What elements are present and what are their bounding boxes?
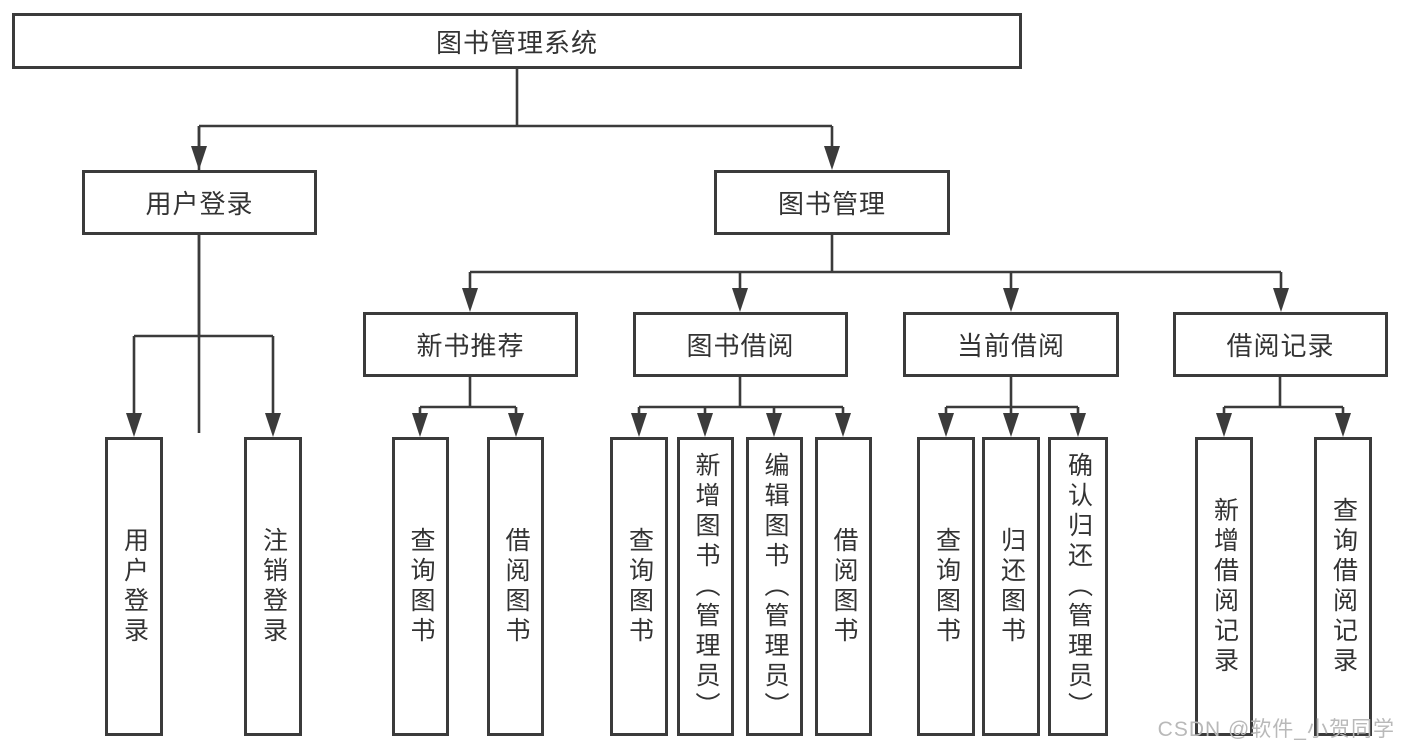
leaf-return-books: 归还图书	[982, 437, 1040, 736]
node-root: 图书管理系统	[12, 13, 1022, 69]
node-user-login: 用户登录	[82, 170, 317, 235]
node-borrow-records: 借阅记录	[1173, 312, 1388, 377]
node-book-borrow: 图书借阅	[633, 312, 848, 377]
watermark: CSDN @软件_小贺同学	[1157, 718, 1395, 741]
leaf-query-borrow-record: 查询借阅记录	[1314, 437, 1372, 736]
leaf-logout: 注销登录	[244, 437, 302, 736]
leaf-user-login: 用户登录	[105, 437, 163, 736]
leaf-confirm-return-admin: 确认归还（管理员）	[1048, 437, 1108, 736]
leaf-edit-book-admin: 编辑图书（管理员）	[746, 437, 803, 736]
leaf-query-books-borrow: 查询图书	[610, 437, 668, 736]
leaf-add-book-admin: 新增图书（管理员）	[677, 437, 734, 736]
node-current-borrow: 当前借阅	[903, 312, 1119, 377]
leaf-query-books-recommend: 查询图书	[392, 437, 449, 736]
node-book-management: 图书管理	[714, 170, 950, 235]
leaf-query-books-current: 查询图书	[917, 437, 975, 736]
node-new-book-recommend: 新书推荐	[363, 312, 578, 377]
leaf-add-borrow-record: 新增借阅记录	[1195, 437, 1253, 736]
arrowheads	[126, 146, 1351, 437]
leaf-borrow-books-recommend: 借阅图书	[487, 437, 544, 736]
leaf-borrow-books-borrow: 借阅图书	[815, 437, 872, 736]
connector-segments	[132, 69, 1345, 433]
